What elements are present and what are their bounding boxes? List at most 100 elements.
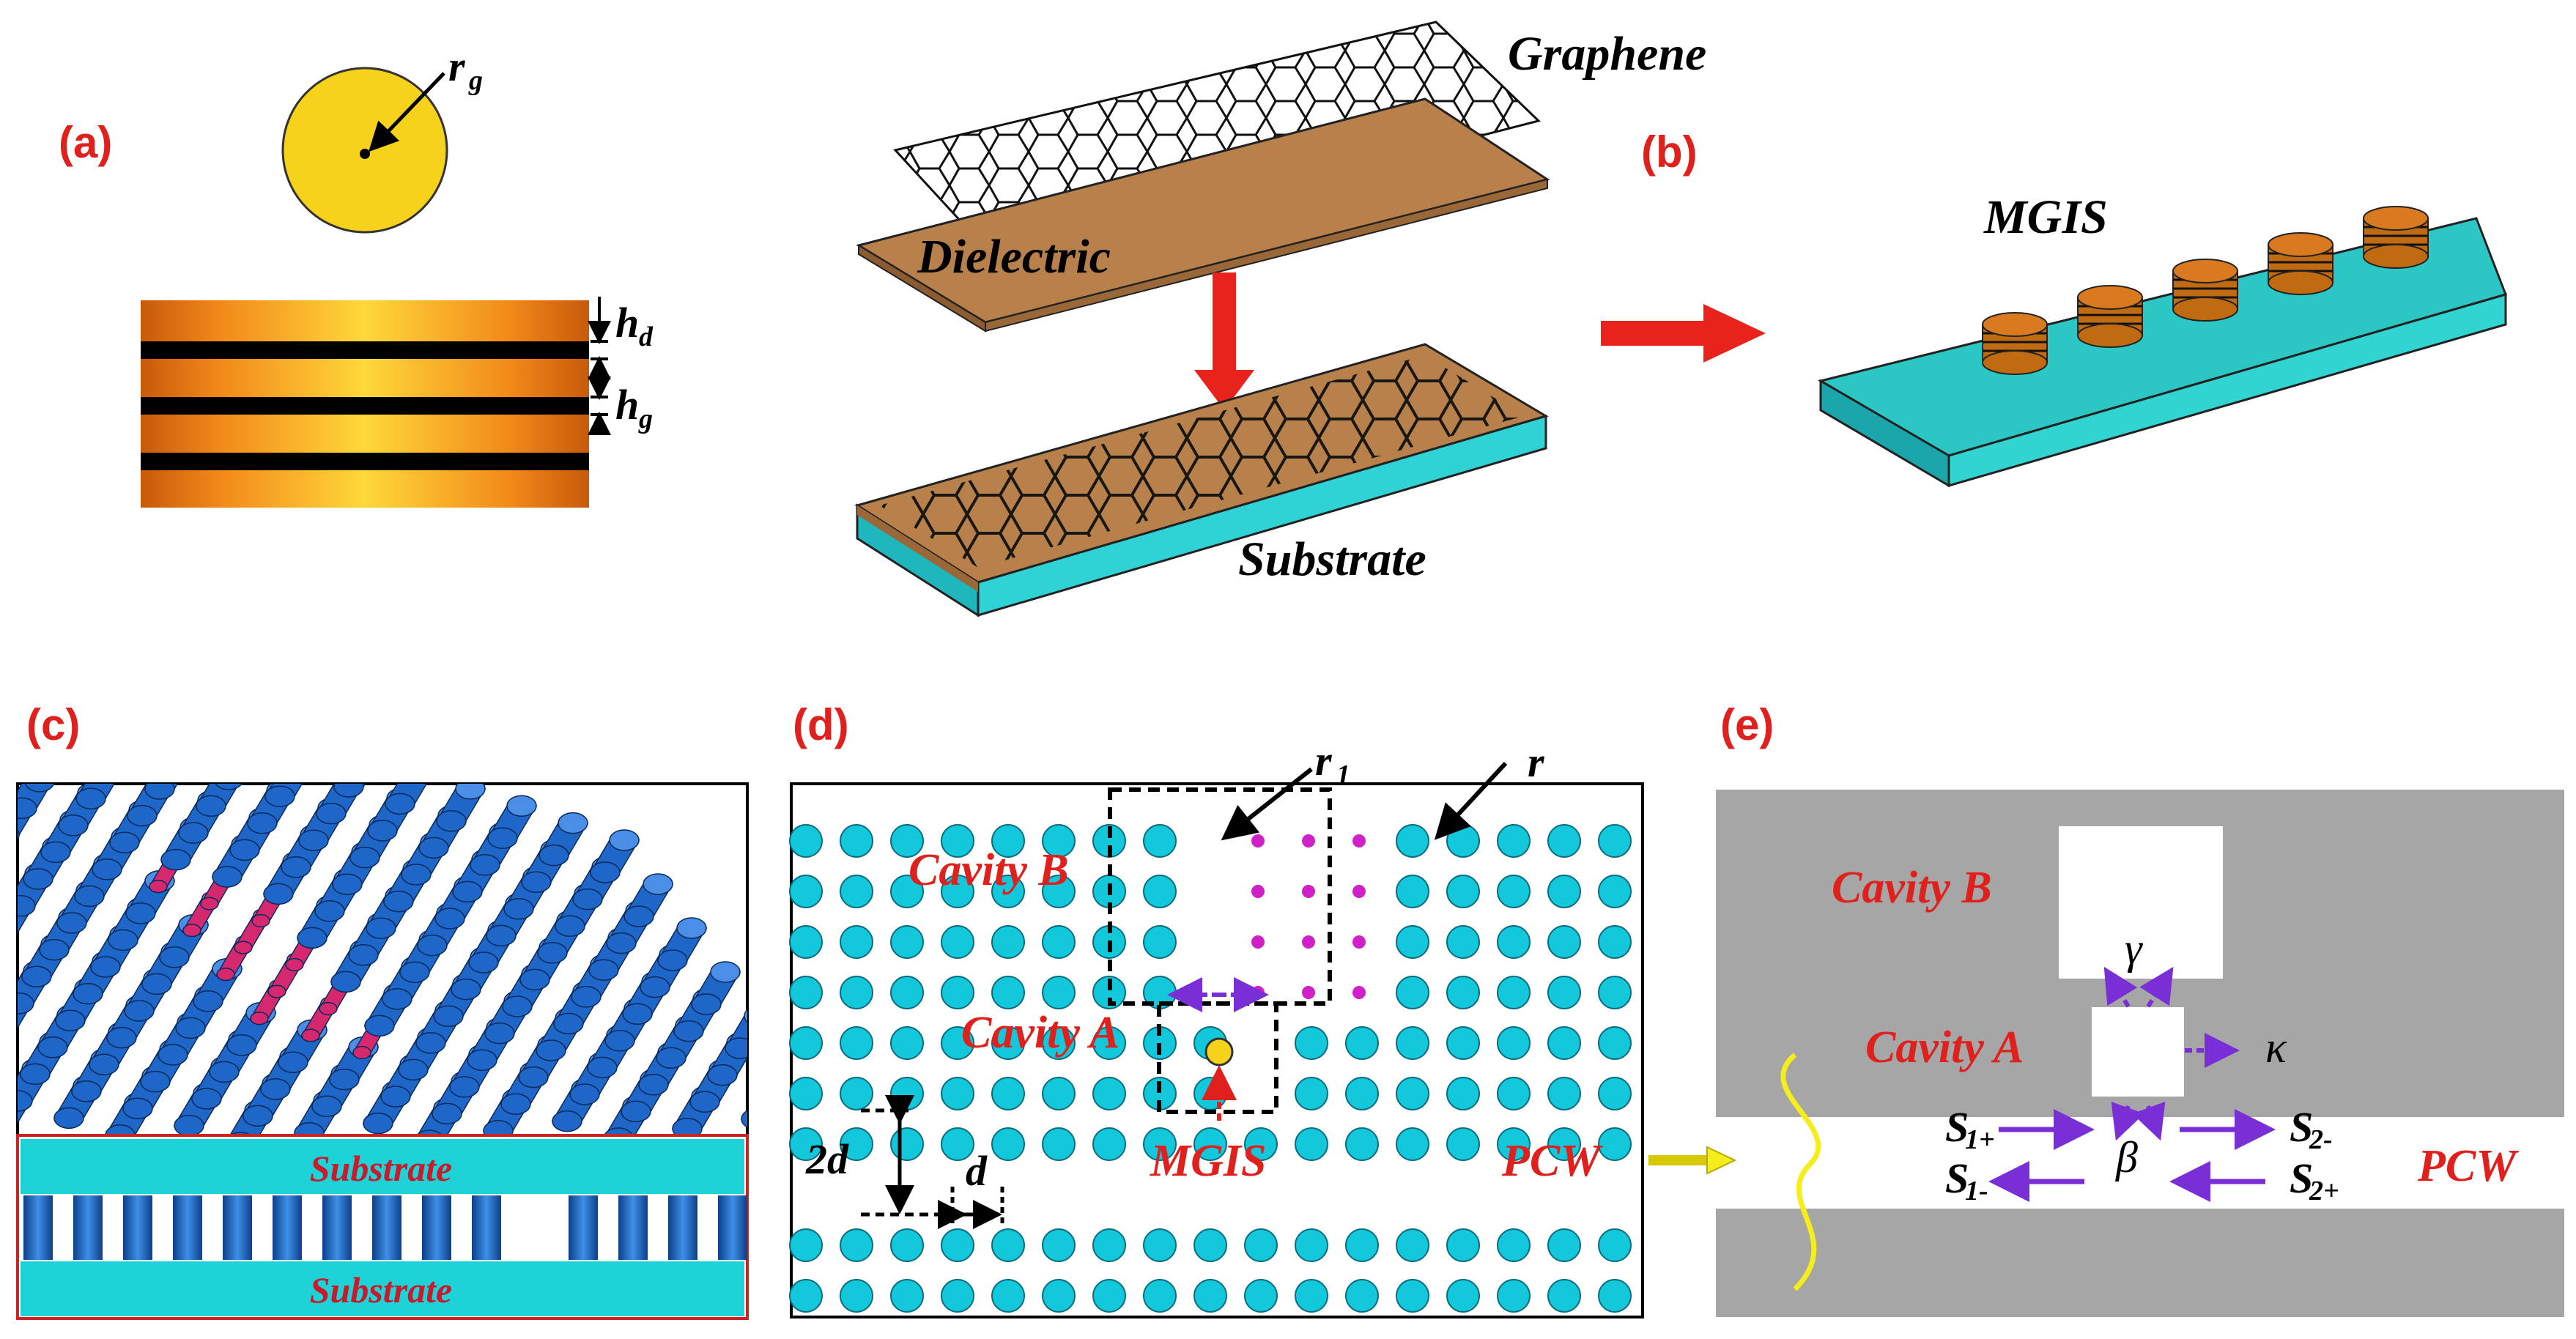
cavity-a-label: Cavity A	[961, 1008, 1119, 1058]
beta-symbol: β	[2115, 1133, 2138, 1182]
lattice-rod	[991, 1026, 1025, 1060]
cavity-b-label: Cavity B	[908, 845, 1069, 895]
lattice-rod	[1547, 1127, 1581, 1161]
hd-subscript: d	[639, 322, 654, 352]
panel-e-tag: (e)	[1720, 700, 1774, 749]
cavity-b-rod	[1352, 986, 1366, 999]
rod-section	[322, 1195, 352, 1260]
rod-section	[273, 1195, 302, 1260]
lattice-rod	[1042, 925, 1076, 959]
lattice-rod	[1143, 824, 1177, 858]
lattice-rod	[991, 824, 1025, 858]
lattice-rod	[1598, 1077, 1632, 1110]
lattice-rod	[1446, 1279, 1480, 1313]
lattice-rod	[1092, 976, 1126, 1009]
dielectric-label: Dielectric	[917, 230, 1111, 283]
lattice-rod	[1345, 1026, 1379, 1060]
mgis-defect	[1204, 1037, 1234, 1067]
lattice-rod	[1547, 925, 1581, 959]
lattice-rod	[1396, 1026, 1429, 1060]
hg-symbol: h	[615, 381, 639, 429]
rod-section	[422, 1195, 451, 1260]
lattice-rod	[1092, 1077, 1126, 1110]
lattice-rod	[264, 784, 303, 807]
lattice-rod	[1598, 875, 1632, 908]
lattice-rod	[1497, 824, 1531, 858]
lattice-rod	[991, 925, 1025, 959]
arrow-right-icon	[1601, 304, 1766, 363]
lattice-rod	[1295, 1279, 1328, 1313]
dimension-ticks	[588, 297, 611, 435]
lattice-rod	[1244, 1279, 1278, 1313]
lattice-rod	[215, 784, 243, 790]
rg-symbol: r	[448, 42, 465, 90]
lattice-rod	[1598, 1228, 1632, 1262]
lattice-rod	[840, 976, 873, 1009]
lattice-rod	[1042, 976, 1076, 1009]
lattice-rod	[890, 1279, 924, 1313]
lattice-rod	[18, 1022, 19, 1028]
cavity-a-square	[2092, 1007, 2184, 1097]
lattice-rod	[1598, 1026, 1632, 1060]
lattice-rod	[1042, 1077, 1076, 1110]
lattice-rod	[941, 925, 974, 959]
mgis-disks	[1982, 206, 2429, 375]
lattice-rod	[840, 1279, 873, 1313]
graphene-label: Graphene	[1508, 27, 1706, 81]
panel-b-tag: (b)	[1641, 127, 1698, 177]
mgis-label: MGIS	[1983, 190, 2108, 244]
hd-symbol: h	[615, 299, 639, 346]
lattice-rod	[1042, 1228, 1076, 1262]
lattice-rod	[538, 812, 589, 867]
lattice-rod	[840, 1228, 873, 1262]
lattice-rod	[789, 976, 823, 1009]
lattice-rod	[941, 875, 974, 908]
cavity-b-rod	[1302, 885, 1315, 898]
panel-a: (a) r g h d h g	[59, 42, 654, 508]
lattice-rod	[1497, 976, 1531, 1009]
rod-section	[472, 1195, 501, 1260]
lattice-rod	[1396, 1127, 1429, 1161]
lattice-rod	[1547, 824, 1581, 858]
lattice-rod	[1598, 976, 1632, 1009]
rod-cross-section	[23, 1195, 747, 1260]
panel-d-tag: (d)	[793, 700, 849, 749]
lattice-rod	[840, 824, 873, 858]
lattice-rod	[1143, 1228, 1177, 1262]
rod-section	[73, 1195, 103, 1260]
lattice-rod	[1143, 925, 1177, 959]
lattice-rod	[1446, 824, 1480, 858]
lattice-rod	[991, 1077, 1025, 1110]
mgis-disk	[2077, 285, 2143, 348]
lattice-rod	[991, 875, 1025, 908]
lattice-rod	[1042, 824, 1076, 858]
s1-minus-subscript: 1-	[1965, 1176, 1988, 1206]
lattice-rod	[789, 1026, 823, 1060]
lattice-rod	[890, 1127, 924, 1161]
lattice-rod	[656, 917, 708, 971]
lattice-rod	[789, 1228, 823, 1262]
rod-section	[618, 1195, 648, 1260]
panel-d: (d) r 1 r Cavity B Cavity A MGIS PCW	[789, 700, 1644, 1318]
cavity-b-rod	[1302, 986, 1315, 999]
cavity-b-rod	[1302, 834, 1315, 847]
lattice-rod	[941, 1279, 974, 1313]
mgis-side-view	[141, 300, 589, 508]
lattice-rod	[144, 784, 179, 800]
mgis-disk	[2363, 206, 2429, 269]
lattice-rod	[991, 1228, 1025, 1262]
cavity-b-square	[2059, 826, 2223, 979]
lattice-rod	[1396, 875, 1429, 908]
lattice-rod	[1497, 1127, 1531, 1161]
lattice-rod	[1295, 1127, 1328, 1161]
s1-plus-subscript: 1+	[1965, 1124, 1995, 1155]
lattice-rod	[1244, 1228, 1278, 1262]
lattice-rod	[840, 875, 873, 908]
lattice-rod	[789, 1077, 823, 1110]
lattice-rod	[890, 1228, 924, 1262]
lattice-rod	[1497, 1228, 1531, 1262]
lattice-rod	[1598, 925, 1632, 959]
lattice-rod	[1345, 1127, 1379, 1161]
lattice-rod	[1244, 1127, 1278, 1161]
lattice-rod	[1396, 1077, 1429, 1110]
